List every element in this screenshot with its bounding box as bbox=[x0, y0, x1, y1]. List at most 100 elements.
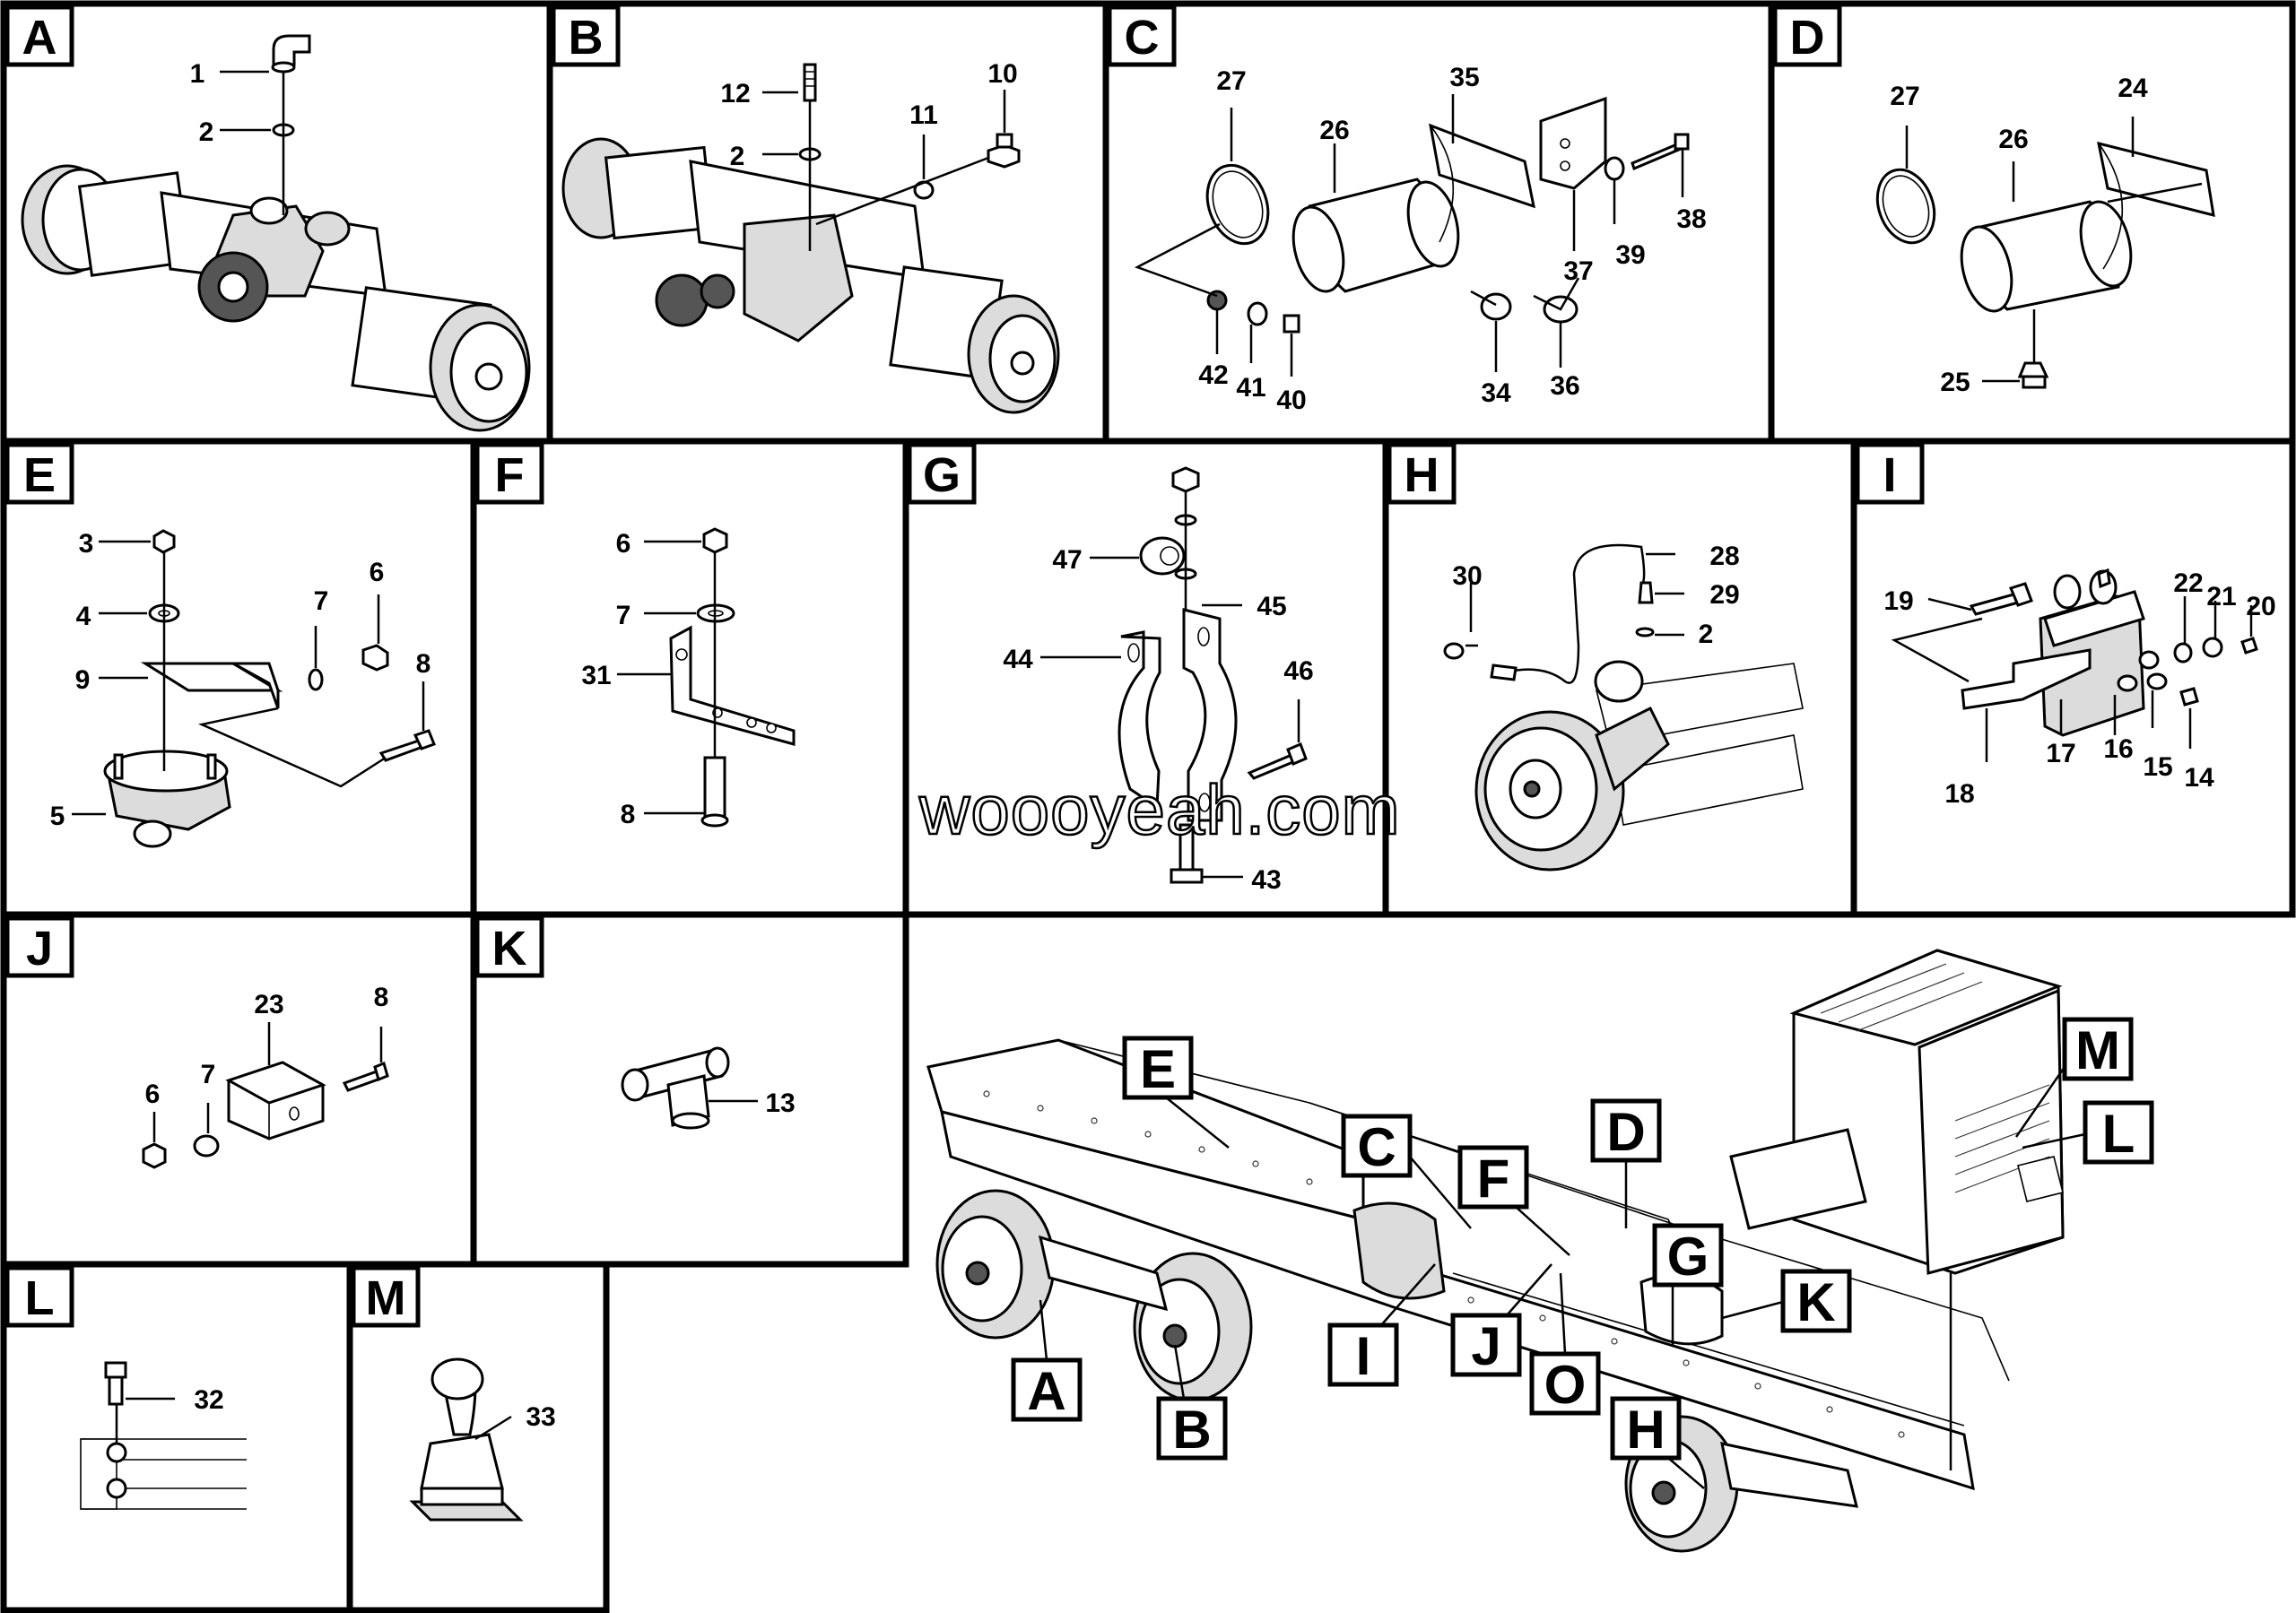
panel-letter-l: L bbox=[25, 1271, 55, 1325]
panel-c-air-tank: 27 35 26 37 39 38 42 41 40 34 36 bbox=[1134, 63, 1707, 415]
callout-i-14: 14 bbox=[2184, 763, 2214, 793]
overview-label-h: H bbox=[1626, 1400, 1665, 1460]
panel-letter-e: E bbox=[23, 448, 56, 502]
callout-m-33: 33 bbox=[526, 1402, 555, 1432]
callout-j-6: 6 bbox=[145, 1080, 161, 1109]
overview-label-a: A bbox=[1027, 1361, 1065, 1421]
callout-h-29: 29 bbox=[1709, 580, 1739, 610]
callout-c-42: 42 bbox=[1198, 360, 1228, 390]
callout-c-34: 34 bbox=[1481, 378, 1511, 408]
panel-letter-h: H bbox=[1405, 448, 1439, 502]
callout-g-47: 47 bbox=[1052, 545, 1082, 575]
callout-i-20: 20 bbox=[2246, 592, 2275, 621]
overview-label-m: M bbox=[2075, 1020, 2120, 1080]
callout-i-15: 15 bbox=[2143, 752, 2172, 782]
callout-c-40: 40 bbox=[1276, 386, 1306, 415]
callout-h-2: 2 bbox=[1699, 620, 1714, 649]
panel-f-bracket: 6 7 31 8 bbox=[581, 527, 796, 829]
callout-b-2: 2 bbox=[730, 142, 745, 171]
overview-label-k: K bbox=[1796, 1272, 1835, 1332]
callout-e-4: 4 bbox=[76, 602, 91, 631]
watermark: woooyeah.com bbox=[918, 770, 1401, 849]
callout-d-24: 24 bbox=[2118, 74, 2148, 103]
callout-f-7: 7 bbox=[616, 601, 631, 630]
callout-i-18: 18 bbox=[1944, 779, 1974, 809]
callout-k-13: 13 bbox=[765, 1088, 795, 1118]
callout-i-19: 19 bbox=[1883, 586, 1913, 616]
panel-h-hose: 28 30 29 2 bbox=[1443, 542, 1804, 872]
panel-letter-g: G bbox=[923, 448, 961, 502]
callout-j-23: 23 bbox=[254, 990, 283, 1019]
callout-l-32: 32 bbox=[194, 1385, 223, 1415]
panel-letter-i: I bbox=[1883, 448, 1896, 502]
callout-e-3: 3 bbox=[79, 529, 94, 559]
callout-c-41: 41 bbox=[1236, 373, 1265, 403]
panel-letter-j: J bbox=[26, 922, 53, 976]
overview-label-b: B bbox=[1172, 1400, 1211, 1460]
chassis-overview bbox=[926, 949, 2065, 1553]
callout-f-8: 8 bbox=[621, 800, 636, 829]
callout-e-7: 7 bbox=[314, 586, 329, 616]
panel-letter-f: F bbox=[495, 448, 525, 502]
callout-c-27: 27 bbox=[1216, 66, 1246, 96]
panel-letter-c: C bbox=[1125, 11, 1160, 65]
callout-d-26: 26 bbox=[1998, 125, 2028, 154]
panel-i-valve-block: 19 22 21 20 16 15 14 17 18 bbox=[1883, 568, 2276, 809]
callout-a-1: 1 bbox=[190, 59, 205, 89]
callout-h-30: 30 bbox=[1452, 561, 1482, 591]
callout-c-37: 37 bbox=[1563, 256, 1593, 286]
panel-j-block: 23 8 7 6 bbox=[142, 983, 389, 1169]
panel-letter-k: K bbox=[492, 922, 527, 976]
callout-c-38: 38 bbox=[1676, 204, 1706, 234]
overview-label-i: I bbox=[1356, 1326, 1371, 1386]
callout-e-9: 9 bbox=[75, 665, 91, 695]
panel-a-axle: 1 2 bbox=[21, 34, 531, 432]
callout-a-2: 2 bbox=[199, 117, 214, 147]
panel-g-strap: 47 45 44 46 43 bbox=[1003, 466, 1314, 895]
panel-letter-a: A bbox=[22, 11, 57, 65]
overview-label-f: F bbox=[1477, 1149, 1510, 1209]
panel-m-lever: 33 bbox=[409, 1357, 556, 1522]
callout-g-46: 46 bbox=[1283, 656, 1313, 686]
panel-e-valve: 3 4 7 6 9 8 5 bbox=[50, 529, 436, 848]
callout-i-17: 17 bbox=[2046, 739, 2075, 768]
callout-d-27: 27 bbox=[1890, 82, 1919, 111]
overview-label-g: G bbox=[1667, 1227, 1709, 1287]
overview-label-j: J bbox=[1471, 1316, 1500, 1376]
panel-d-air-tank: 27 24 26 25 bbox=[1875, 74, 2215, 397]
overview-label-c: C bbox=[1357, 1117, 1396, 1177]
callout-c-26: 26 bbox=[1319, 116, 1349, 145]
callout-j-7: 7 bbox=[201, 1060, 216, 1089]
callout-f-31: 31 bbox=[581, 661, 611, 690]
callout-g-45: 45 bbox=[1257, 592, 1286, 621]
panel-l-switch: 32 bbox=[80, 1361, 247, 1510]
callout-c-39: 39 bbox=[1615, 240, 1645, 270]
overview-label-l: L bbox=[2102, 1104, 2135, 1164]
callout-i-21: 21 bbox=[2206, 582, 2236, 611]
callout-i-22: 22 bbox=[2173, 568, 2203, 598]
callout-d-25: 25 bbox=[1940, 368, 1970, 397]
callout-g-43: 43 bbox=[1251, 865, 1281, 895]
callout-b-12: 12 bbox=[720, 79, 750, 108]
overview-label-o: O bbox=[1544, 1355, 1587, 1415]
callout-b-11: 11 bbox=[909, 100, 938, 130]
callout-i-16: 16 bbox=[2103, 734, 2133, 764]
panel-letter-m: M bbox=[366, 1271, 406, 1325]
callout-c-35: 35 bbox=[1449, 63, 1479, 92]
overview-callouts: E C F D M L G K A B bbox=[1011, 1017, 2154, 1489]
callout-h-28: 28 bbox=[1709, 542, 1739, 571]
panel-letter-b: B bbox=[569, 11, 604, 65]
callout-f-6: 6 bbox=[616, 529, 631, 559]
overview-label-e: E bbox=[1140, 1039, 1176, 1099]
callout-e-6: 6 bbox=[370, 558, 385, 587]
callout-e-5: 5 bbox=[50, 802, 65, 831]
callout-c-36: 36 bbox=[1550, 371, 1579, 401]
callout-e-8: 8 bbox=[416, 649, 431, 679]
panel-letters: A B C D E F G H I J K L M bbox=[4, 4, 1925, 1328]
panel-k-tee: 13 bbox=[621, 1046, 796, 1130]
panel-letter-d: D bbox=[1790, 11, 1825, 65]
callout-g-44: 44 bbox=[1003, 645, 1033, 674]
overview-label-d: D bbox=[1606, 1102, 1645, 1162]
callout-j-8: 8 bbox=[374, 983, 389, 1012]
